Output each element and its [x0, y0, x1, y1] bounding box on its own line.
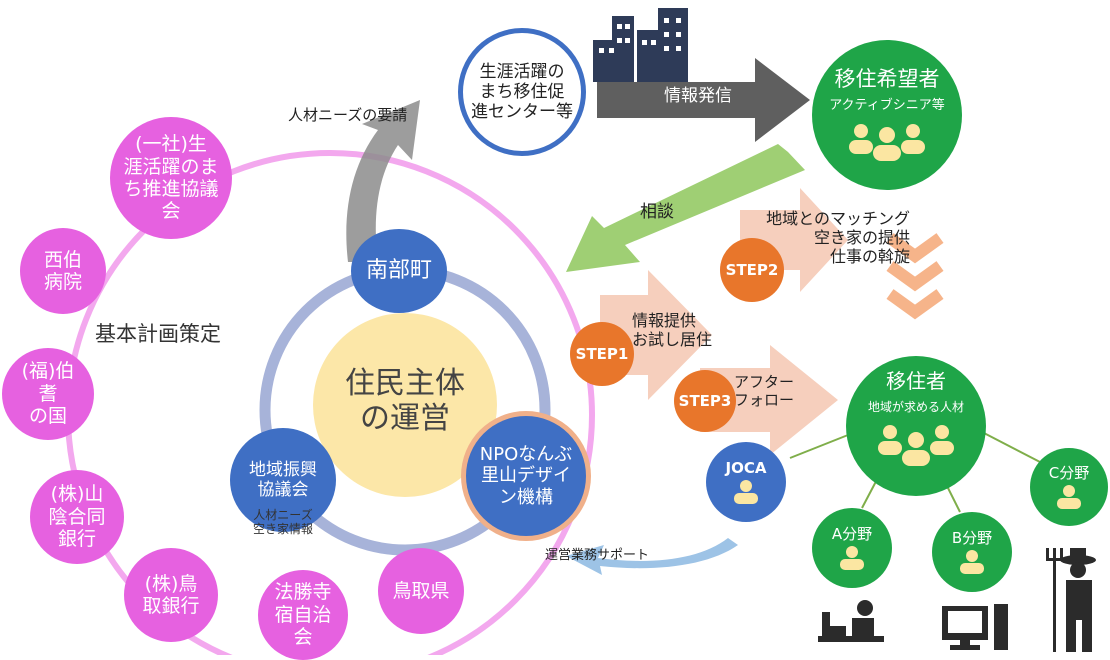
migration-center-node: 生涯活躍の まち移住促 進センター等: [458, 28, 586, 156]
partner-label: 法勝寺 宿自治 会: [274, 581, 332, 649]
step1-badge: STEP1: [570, 322, 634, 386]
step3-arrow: [700, 345, 838, 455]
field-a-label: A分野: [831, 525, 873, 544]
request-arrow: [346, 100, 420, 262]
connector-joca: [789, 434, 849, 459]
migrants-node: 移住者 地域が求める人材: [846, 356, 986, 496]
info-arrow: [597, 58, 810, 142]
npo-node: NPOなんぶ 里山デザイ ン機構: [466, 416, 586, 536]
field-b-label: B分野: [951, 529, 993, 548]
nanbu-town-node: 南部町: [351, 229, 447, 313]
field-a-node: A分野: [812, 508, 892, 588]
info-send-label: 情報発信: [664, 86, 732, 106]
applicants-node: 移住希望者 アクティブシニア等: [812, 40, 962, 190]
council-note: 人材ニーズ 空き家情報: [252, 508, 313, 537]
consult-label: 相談: [640, 202, 674, 222]
step1-text: 情報提供 お試し居住: [632, 311, 713, 349]
step3-badge-label: STEP3: [678, 392, 732, 410]
consult-arrow: [566, 144, 805, 272]
core-center-label: 住民主体 の運営: [345, 366, 465, 437]
migrants-subtitle: 地域が求める人材: [867, 399, 964, 414]
step2-text: 地域とのマッチング 空き家の提供 仕事の斡旋: [766, 209, 910, 266]
farmer-icon: [1046, 548, 1096, 652]
nanbu-town-label: 南部町: [365, 258, 432, 284]
people-group-icon: [878, 424, 954, 466]
partner-node: (福)伯 耆 の国: [2, 348, 94, 440]
partner-label: (株)鳥 取銀行: [142, 572, 200, 617]
partner-node: 法勝寺 宿自治 会: [258, 570, 348, 660]
partner-label: 西伯 病院: [43, 248, 82, 293]
person-icon: [960, 549, 984, 574]
partner-node: 鳥取県: [378, 548, 464, 634]
step1-badge-label: STEP1: [575, 345, 629, 363]
person-icon: [1057, 484, 1081, 509]
partner-node: 西伯 病院: [20, 228, 106, 314]
field-c-label: C分野: [1048, 464, 1090, 483]
partner-label: 鳥取県: [392, 579, 450, 602]
ops-support-label: 運営業務サポート: [545, 548, 650, 563]
joca-node: JOCA: [706, 442, 786, 522]
applicants-title: 移住希望者: [834, 67, 940, 91]
core-center-disc: [313, 313, 497, 497]
buildings-icon: [593, 8, 688, 82]
partner-label: (福)伯 耆 の国: [21, 360, 75, 428]
partner-label: (株)山 陰合同 銀行: [48, 483, 106, 551]
chevron-2: [886, 261, 944, 292]
reception-icon: [818, 600, 884, 642]
ops-support-arrow: [566, 538, 738, 575]
npo-label: NPOなんぶ 里山デザイ ン機構: [479, 444, 573, 508]
request-label: 人材ニーズの要請: [288, 106, 408, 124]
chevron-1: [886, 233, 944, 264]
person-icon: [734, 479, 758, 504]
computer-icon: [942, 604, 1008, 650]
migrants-title: 移住者: [886, 369, 946, 393]
step2-badge: STEP2: [720, 238, 784, 302]
basic-plan-label: 基本計画策定: [95, 322, 221, 346]
applicants-subtitle: アクティブシニア等: [829, 97, 945, 113]
council-node: 地域振興 協議会: [230, 428, 336, 532]
council-label: 地域振興 協議会: [249, 459, 317, 500]
connector-c: [981, 431, 1041, 463]
chevron-3: [886, 289, 944, 320]
migration-center-label: 生涯活躍の まち移住促 進センター等: [471, 61, 573, 123]
field-c-node: C分野: [1030, 448, 1108, 526]
step3-text: アフター フォロー: [734, 373, 795, 409]
step2-badge-label: STEP2: [725, 261, 779, 279]
joca-label: JOCA: [725, 459, 767, 478]
step3-badge: STEP3: [674, 370, 736, 432]
partner-node: (一社)生 涯活躍のま ち推進協議 会: [110, 117, 232, 239]
people-group-icon: [849, 124, 925, 162]
field-b-node: B分野: [932, 512, 1012, 592]
partner-node: (株)山 陰合同 銀行: [30, 470, 124, 564]
partner-label: (一社)生 涯活躍のま ち推進協議 会: [123, 133, 219, 223]
person-icon: [840, 545, 864, 570]
partner-node: (株)鳥 取銀行: [124, 548, 218, 642]
